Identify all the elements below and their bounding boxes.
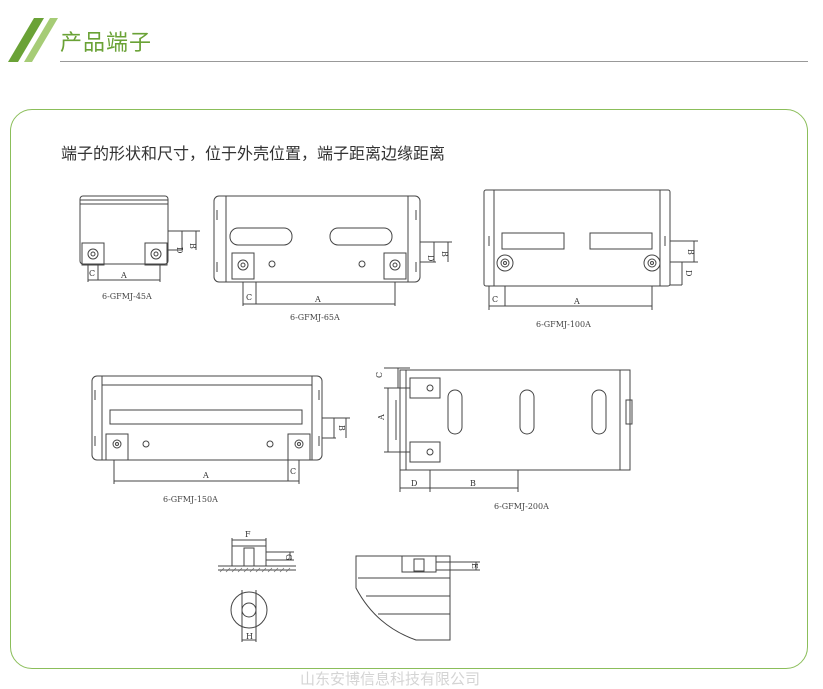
label-150a-b: B xyxy=(337,425,346,431)
label-100a-b: B xyxy=(686,249,695,255)
caption-150a: 6-GFMJ-150A xyxy=(163,495,218,504)
terminal-detail-side xyxy=(218,538,296,571)
content-panel xyxy=(10,109,808,669)
label-45a-d: D xyxy=(175,247,184,253)
label-150a-c: C xyxy=(290,467,296,476)
caption-65a: 6-GFMJ-65A xyxy=(290,313,340,322)
terminal-detail-top xyxy=(230,590,268,642)
label-45a-b: B xyxy=(188,243,197,249)
label-100a-d: D xyxy=(684,270,693,276)
diagram-45a xyxy=(79,195,200,282)
panel-description: 端子的形状和尺寸，位于外壳位置，端子距离边缘距离 xyxy=(61,144,446,163)
label-200a-a: A xyxy=(377,414,386,421)
company-watermark: 山东安博信息科技有限公司 xyxy=(300,670,481,688)
label-65a-d: D xyxy=(426,255,435,261)
section-title: 产品端子 xyxy=(60,31,153,56)
label-100a-a: A xyxy=(573,297,580,306)
diagram-150a xyxy=(91,375,350,484)
header-stripe-icon xyxy=(8,18,58,62)
label-65a-a: A xyxy=(314,295,321,304)
label-200a-d: D xyxy=(411,479,417,488)
header-divider xyxy=(60,61,808,62)
label-45a-a: A xyxy=(120,271,127,280)
diagram-65a xyxy=(213,195,452,306)
label-detail-g: G xyxy=(284,554,293,560)
caption-100a: 6-GFMJ-100A xyxy=(536,320,591,329)
label-150a-a: A xyxy=(202,471,209,480)
label-100a-c: C xyxy=(492,295,498,304)
terminal-detail-corner xyxy=(355,555,480,641)
label-45a-c: C xyxy=(89,269,95,278)
diagram-100a xyxy=(483,189,698,310)
label-detail-h: H xyxy=(246,632,253,641)
label-65a-c: C xyxy=(246,293,252,302)
label-200a-b: B xyxy=(470,479,476,488)
label-detail-f: F xyxy=(245,530,251,539)
caption-45a: 6-GFMJ-45A xyxy=(102,292,152,301)
label-65a-b: B xyxy=(440,251,449,257)
section-header: 产品端子 xyxy=(0,0,823,70)
diagram-200a xyxy=(384,367,633,492)
label-200a-c: C xyxy=(375,372,384,378)
ground-hatch xyxy=(219,567,291,573)
label-detail-e: E xyxy=(470,563,479,569)
caption-200a: 6-GFMJ-200A xyxy=(494,502,549,511)
